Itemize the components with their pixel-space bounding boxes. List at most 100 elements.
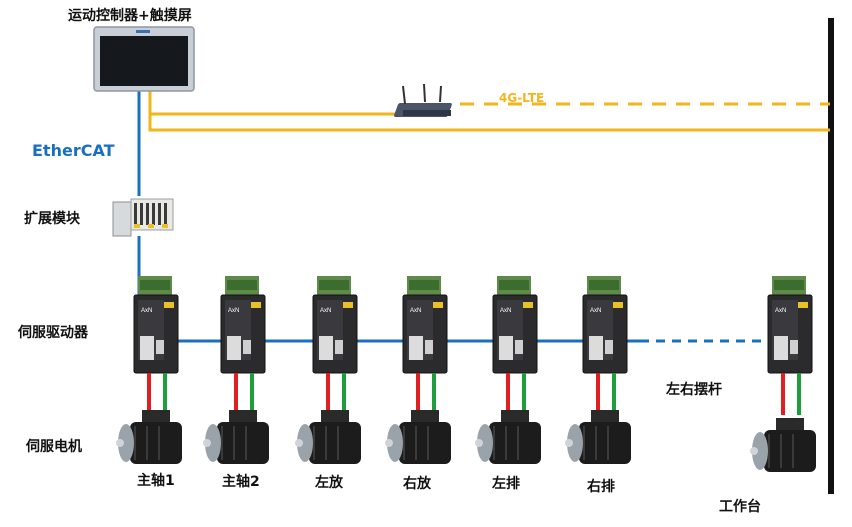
drive-board-chip [409,280,439,290]
drive-connector [774,336,788,360]
motor-fin [158,426,160,460]
lte-lines [148,90,830,132]
encoder-cable [612,373,616,415]
drive-indicator [251,302,261,308]
drive-indicator [433,302,443,308]
motor-terminal-box [591,410,619,424]
drive-indicator [164,302,174,308]
motor-shaft [295,439,303,447]
motor-shaft [116,439,124,447]
drive-port [425,340,433,354]
drive-port [790,340,798,354]
drive-indicator [343,302,353,308]
axis-label: 右放 [403,476,431,492]
axis-unit: AxN [475,276,541,464]
drive-indicator [798,302,808,308]
motor-flange [297,424,313,462]
motor-fin [313,426,315,460]
servo-motor-row-label: 伺服电机 [26,439,82,455]
motor-flange [477,424,493,462]
motor-fin [768,434,770,468]
axis-label: 主轴2 [222,474,260,490]
expansion-module-label: 扩展模块 [24,211,80,227]
axis-unit: AxN [565,276,631,464]
encoder-cable [250,373,254,415]
axis-devices: AxN AxN AxN AxN AxN AxN AxN [116,276,816,472]
axis-label: 左放 [315,475,343,491]
drive-board-chip [140,280,170,290]
motor-fin [517,426,519,460]
encoder-cable [342,373,346,415]
motor-fin [134,426,136,460]
power-cable [234,373,238,415]
axis-unit: AxN [295,276,361,464]
motor-shaft [203,439,211,447]
drive-connector [589,336,603,360]
axis-label: 右排 [587,479,615,495]
motor-fin [415,426,417,460]
motor-flange [118,424,134,462]
drive-brand-text: AxN [775,308,786,314]
motor-shaft [750,447,758,455]
motor-fin [583,426,585,460]
motor-fin [325,426,327,460]
motor-fin [245,426,247,460]
encoder-cable [797,373,801,415]
servo-drive-row-label: 伺服驱动器 [18,325,88,341]
drive-connector [140,336,154,360]
axis-unit: AxN [203,276,269,464]
drive-brand-text: AxN [141,308,152,314]
lte-label: 4G-LTE [499,91,545,105]
motor-flange [387,424,403,462]
motor-flange [567,424,583,462]
drive-brand-text: AxN [590,308,601,314]
motor-fin [427,426,429,460]
workbench-label: 工作台 [719,499,761,515]
motor-fin [337,426,339,460]
motor-shaft [385,439,393,447]
motor-terminal-box [142,410,170,424]
drive-board-chip [589,280,619,290]
motor-fin [607,426,609,460]
motor-terminal-box [501,410,529,424]
drive-board-chip [774,280,804,290]
servo-motor [764,430,816,472]
power-cable [416,373,420,415]
drive-indicator [613,302,623,308]
motor-fin [493,426,495,460]
encoder-cable [522,373,526,415]
axis-unit: AxN [385,276,451,464]
drive-port [243,340,251,354]
servo-motor [579,422,631,464]
motor-terminal-box [411,410,439,424]
encoder-cable [163,373,167,415]
workbench-axis-unit: AxN [750,276,816,472]
swing-arm-label: 左右摆杆 [666,382,722,398]
motor-terminal-box [776,418,804,432]
drive-port [605,340,613,354]
power-cable [326,373,330,415]
encoder-cable [432,373,436,415]
drive-connector [227,336,241,360]
power-cable [781,373,785,415]
motor-fin [505,426,507,460]
drive-brand-text: AxN [500,308,511,314]
motor-shaft [565,439,573,447]
motor-terminal-box [321,410,349,424]
drive-indicator [523,302,533,308]
axis-unit: AxN [116,276,182,464]
motor-flange [205,424,221,462]
axis-label: 主轴1 [137,473,175,489]
drive-port [156,340,164,354]
servo-motor [399,422,451,464]
drive-port [515,340,523,354]
expansion-module [112,198,174,237]
servo-motor [130,422,182,464]
drive-connector [409,336,423,360]
drive-brand-text: AxN [320,308,331,314]
controller-label: 运动控制器+触摸屏 [68,8,192,24]
motor-terminal-box [229,410,257,424]
motor-fin [146,426,148,460]
power-cable [506,373,510,415]
